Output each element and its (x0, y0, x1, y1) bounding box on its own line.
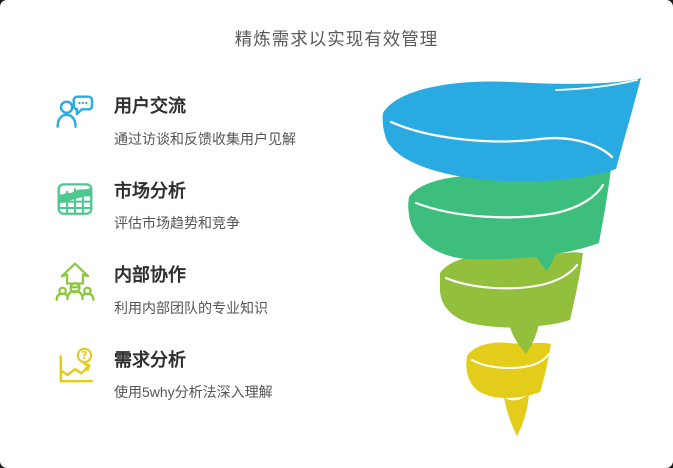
item-desc: 利用内部团队的专业知识 (114, 299, 268, 316)
list-item-market-analysis: 市场分析 评估市场趋势和竞争 (54, 176, 296, 261)
list-item-internal-collaboration: 内部协作 利用内部团队的专业知识 (54, 260, 296, 345)
question-trend-chart-icon: ? (54, 346, 98, 390)
list-item-requirements-analysis: ? 需求分析 使用5why分析法深入理解 (54, 345, 296, 430)
user-chat-icon (54, 92, 98, 136)
item-desc: 评估市场趋势和竞争 (114, 215, 240, 232)
item-title: 市场分析 (114, 180, 186, 201)
funnel-band-1 (382, 78, 641, 182)
item-title: 用户交流 (114, 96, 186, 116)
funnel-band-2 (408, 159, 612, 271)
item-title: 需求分析 (114, 349, 186, 370)
spiral-funnel-graphic (360, 75, 660, 455)
item-title: 内部协作 (114, 265, 186, 285)
funnel-band-4 (466, 342, 551, 436)
team-up-arrow-icon (54, 261, 98, 305)
stage-list: 用户交流 通过访谈和反馈收集用户见解 市场分析 评估市场趋势和竞争 (54, 91, 296, 429)
item-desc: 使用5why分析法深入理解 (114, 384, 273, 401)
item-desc: 通过访谈和反馈收集用户见解 (114, 130, 296, 147)
page-title: 精炼需求以实现有效管理 (234, 29, 439, 49)
question-mark-glyph: ? (81, 350, 87, 362)
funnel-band-3 (439, 252, 583, 354)
list-item-user-communication: 用户交流 通过访谈和反馈收集用户见解 (54, 91, 296, 176)
market-grid-chart-icon (54, 177, 98, 221)
